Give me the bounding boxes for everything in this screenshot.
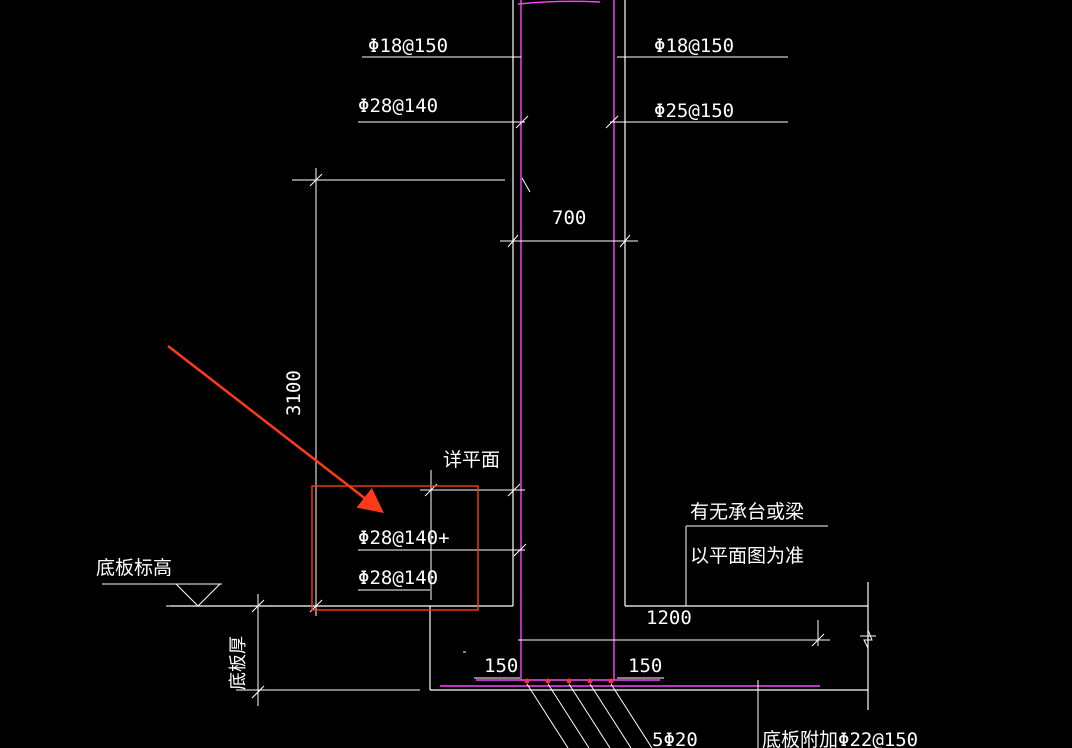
rebar-label-bottom-extra: 底板附加Φ22@150 — [762, 729, 918, 748]
rebar-label-callout-lower: Φ28@140 — [358, 567, 438, 589]
rebar-label-top-right: Φ18@150 — [654, 35, 734, 57]
dimension-left-cover: 150 — [484, 655, 518, 677]
note-slab-elevation: 底板标高 — [96, 557, 172, 579]
rebar-label-callout-upper: Φ28@140+ — [358, 527, 450, 549]
elevation-symbol — [102, 583, 250, 607]
dimension-wall-width: 700 — [552, 207, 586, 229]
callout-leaders — [358, 56, 828, 606]
rebar-label-top-left: Φ18@150 — [368, 35, 448, 57]
note-slab-thickness: 底板厚 — [228, 636, 249, 690]
note-beam-2: 以平面图为准 — [690, 545, 804, 567]
rebar-label-left-mid: Φ28@140 — [358, 95, 438, 117]
bottom-rebar-leaders — [526, 680, 759, 748]
wall-outline — [170, 0, 869, 710]
highlight-arrow — [167, 345, 384, 514]
rebar-lines — [440, 0, 820, 687]
dimension-height: 3100 — [283, 370, 305, 416]
note-see-plan: 详平面 — [443, 449, 500, 471]
rebar-label-bottom-bars: 5Φ20 — [652, 729, 698, 748]
dimension-right-extent: 1200 — [646, 607, 692, 629]
dimension-lines — [236, 168, 830, 706]
note-beam-1: 有无承台或梁 — [690, 501, 804, 523]
highlight-box — [311, 485, 479, 611]
bottom-rebar-dots — [524, 678, 614, 684]
rebar-label-right-mid: Φ25@150 — [654, 100, 734, 122]
dimension-right-cover: 150 — [628, 655, 662, 677]
break-symbol — [860, 629, 876, 649]
